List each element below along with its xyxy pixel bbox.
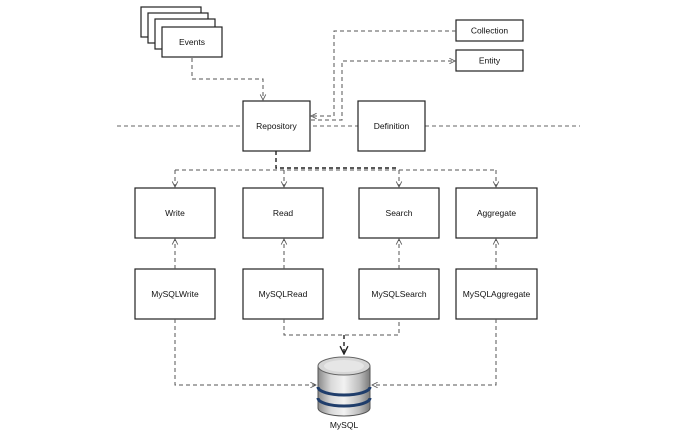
aggregate-label: Aggregate [477,208,516,218]
mysql-read-node: MySQLRead [242,268,324,320]
repository-bus-edge [275,151,398,169]
read-node: Read [242,187,324,239]
search-label: Search [386,208,413,218]
read-label: Read [273,208,294,218]
mysql-write-node: MySQLWrite [134,268,216,320]
repository-node: Repository [242,100,311,152]
collection-label: Collection [471,26,509,36]
mysql-write-label: MySQLWrite [151,289,199,299]
connectors [174,30,497,385]
aggregate-node: Aggregate [455,187,538,239]
mysqlwrite-to-mysql-edge [174,319,316,385]
events-label: Events [179,37,205,47]
definition-label: Definition [374,121,410,131]
write-node: Write [134,187,216,239]
mysql-database-icon [316,356,372,417]
mysqlaggregate-to-mysql-edge [372,319,497,385]
events-stack: Events [140,6,223,58]
repository-to-entity-edge [311,61,455,121]
entity-label: Entity [479,56,501,66]
mysql-search-label: MySQLSearch [371,289,427,299]
collection-node: Collection [455,19,524,42]
search-node: Search [358,187,440,239]
collection-to-repository-edge [311,30,456,116]
mysql-aggregate-node: MySQLAggregate [455,268,538,320]
repository-label: Repository [256,121,297,131]
write-label: Write [165,208,185,218]
mysqlread-search-join-edge [283,319,400,336]
mysql-read-label: MySQLRead [259,289,308,299]
mysql-label: MySQL [330,420,359,430]
events-to-repository-edge [191,58,263,100]
events-node: Events [161,26,223,58]
definition-node: Definition [357,100,426,152]
mysql-search-node: MySQLSearch [358,268,440,320]
mysql-aggregate-label: MySQLAggregate [463,289,531,299]
entity-node: Entity [455,49,524,72]
